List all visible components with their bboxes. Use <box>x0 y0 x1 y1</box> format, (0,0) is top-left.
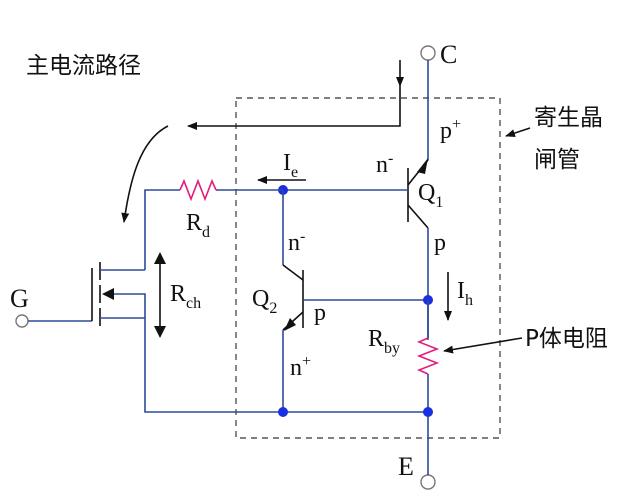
q1-collector-lead <box>407 204 429 229</box>
emitter-rail <box>144 320 428 413</box>
collector-label: C <box>440 40 457 69</box>
node-q2-emitter <box>278 407 288 417</box>
p-resistor-arrow <box>443 337 523 354</box>
parasitic-label-line2: 闸管 <box>534 147 580 173</box>
ih-label: Ih <box>457 278 473 309</box>
collector-terminal <box>420 45 436 61</box>
rd-resistor <box>179 178 217 202</box>
rby-resistor <box>416 337 440 375</box>
q1-emitter-arrow <box>417 158 428 174</box>
q2-emitter-arrow <box>284 318 296 331</box>
mosfet-body-wire <box>106 293 146 320</box>
parasitic-boundary-box <box>235 97 501 439</box>
p-resistor-label: P体电阻 <box>525 326 608 352</box>
n-plus-label: n+ <box>290 353 311 381</box>
q1-label: Q1 <box>418 180 443 211</box>
mosfet-body-arrow <box>102 288 114 300</box>
rd-label: Rd <box>186 210 210 241</box>
p-mid-label: p <box>434 230 446 256</box>
main-path-horizontal <box>187 86 401 130</box>
gate-label: G <box>10 284 29 313</box>
rby-label: Rby <box>368 326 400 357</box>
q2-collector-lead <box>282 264 304 281</box>
emitter-terminal <box>420 474 436 490</box>
ie-label: Ie <box>283 150 298 181</box>
rd-left-wire <box>144 189 180 270</box>
node-emitter <box>423 407 433 417</box>
main-path-curve <box>121 125 169 223</box>
rch-arrow-up <box>154 252 166 264</box>
rch-label: Rch <box>170 281 201 312</box>
parasitic-label-line1: 寄生晶 <box>534 105 603 131</box>
rch-arrow-down <box>154 326 166 338</box>
p-q2-label: p <box>314 300 326 326</box>
emitter-label: E <box>398 452 414 481</box>
main-path-label: 主电流路径 <box>26 53 141 79</box>
n-minus-q2-label: n- <box>288 228 305 256</box>
parasitic-arrow <box>505 127 531 137</box>
n-minus-q1-label: n- <box>376 150 393 178</box>
p-plus-label: p+ <box>440 116 461 144</box>
gate-terminal <box>15 314 29 328</box>
q2-label: Q2 <box>252 286 277 317</box>
